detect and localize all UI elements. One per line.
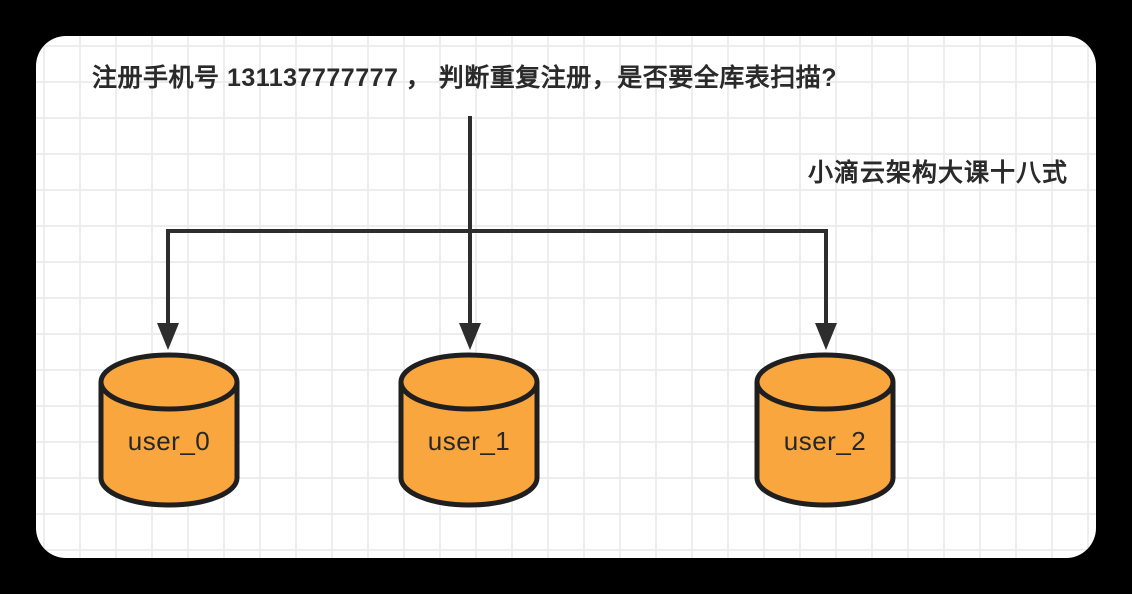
database-icon bbox=[754, 352, 896, 508]
database-label: user_2 bbox=[783, 426, 867, 456]
arrow-to-user-1 bbox=[459, 116, 481, 350]
diagram-canvas: 注册手机号 131137777777 ， 判断重复注册，是否要全库表扫描? 小滴… bbox=[36, 36, 1096, 558]
watermark-text: 小滴云架构大课十八式 bbox=[807, 159, 1068, 187]
database-cylinder-user-1: user_1 bbox=[398, 352, 540, 508]
arrowhead-icon bbox=[157, 323, 179, 350]
database-icon bbox=[98, 352, 240, 508]
arrowhead-icon bbox=[815, 323, 837, 350]
database-cylinder-user-2: user_2 bbox=[754, 352, 896, 508]
arrow-to-user-0 bbox=[157, 229, 179, 350]
database-icon bbox=[398, 352, 540, 508]
database-label: user_0 bbox=[127, 426, 211, 456]
arrowhead-icon bbox=[459, 323, 481, 350]
arrow-to-user-2 bbox=[815, 229, 837, 350]
database-label: user_1 bbox=[427, 426, 511, 456]
question-text: 注册手机号 131137777777 ， 判断重复注册，是否要全库表扫描? bbox=[92, 64, 838, 92]
database-cylinder-user-0: user_0 bbox=[98, 352, 240, 508]
